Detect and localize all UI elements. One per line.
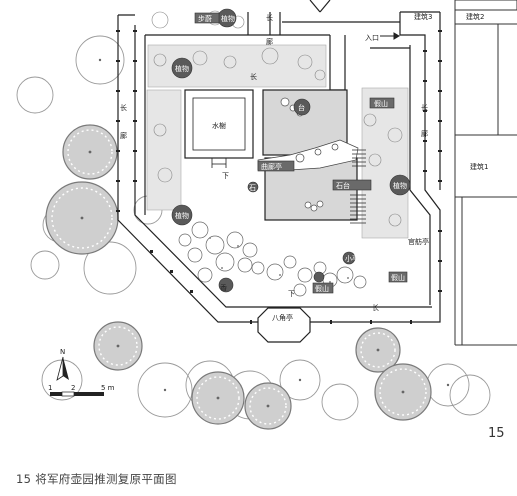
label-shi: 石 bbox=[249, 184, 256, 192]
octagon-pavilion bbox=[257, 307, 311, 343]
label-zhiwu-3: 植物 bbox=[175, 211, 189, 220]
label-xia-2: 下 bbox=[288, 290, 295, 298]
label-lang-right: 廊 bbox=[421, 129, 428, 138]
garden-wall bbox=[117, 0, 441, 323]
scale-5m: 5 m bbox=[101, 384, 115, 392]
label-jianzhu1: 建筑1 bbox=[470, 162, 488, 171]
scale-1: 1 bbox=[48, 384, 52, 392]
label-shuixie: 水榭 bbox=[212, 121, 226, 130]
label-chang-right: 长 bbox=[421, 103, 428, 112]
label-bajiaoting: 八角亭 bbox=[272, 313, 293, 322]
label-zhiwu-4: 植物 bbox=[393, 181, 407, 190]
label-pingting: 曲廊亭 bbox=[261, 162, 282, 171]
label-chang-bottom: 长 bbox=[372, 303, 379, 312]
water-pavilion bbox=[184, 89, 254, 159]
label-rukou: 入口 bbox=[365, 34, 379, 42]
label-xia-1: 下 bbox=[222, 172, 229, 180]
north-label: N bbox=[60, 348, 65, 356]
label-buwei: 步蔚 bbox=[198, 14, 212, 23]
tree-centers bbox=[80, 58, 450, 408]
shrub-cluster bbox=[178, 221, 367, 297]
label-xiaoting: 小亭 bbox=[345, 254, 359, 263]
pavilion-steps bbox=[211, 158, 227, 168]
label-jiashan-1: 假山 bbox=[374, 99, 388, 108]
figure-caption: 15 将军府壶园推测复原平面图 bbox=[16, 472, 177, 486]
label-jianzhu2: 建筑2 bbox=[466, 12, 484, 21]
stairs-right bbox=[350, 149, 366, 224]
north-arrow: N bbox=[56, 348, 69, 381]
label-lang-left: 廊 bbox=[120, 131, 127, 140]
planting-beds bbox=[146, 44, 409, 239]
label-jiashan-3: 假山 bbox=[315, 284, 329, 293]
label-chang-top: 长 bbox=[266, 13, 273, 22]
label-chang-mid: 长 bbox=[250, 72, 257, 81]
scale-bar: 1 2 5 m bbox=[48, 384, 115, 397]
entry-arrow bbox=[380, 32, 400, 40]
dark-markers bbox=[171, 8, 411, 293]
text-labels: 步蔚 植物 植物 植物 植物 台 假山 假山 假山 曲廊亭 石台 石 小亭 水榭… bbox=[120, 12, 488, 322]
label-zhiwu-2: 植物 bbox=[175, 64, 189, 73]
outer-trees-ring bbox=[51, 129, 427, 425]
shrub-dots bbox=[209, 237, 349, 283]
figure-number: 15 bbox=[488, 426, 505, 441]
scale-2: 2 bbox=[71, 384, 75, 392]
label-shuige: 石台 bbox=[336, 181, 350, 190]
label-tai: 台 bbox=[298, 103, 305, 112]
label-jiashan-2: 假山 bbox=[391, 273, 405, 282]
colonnade-posts bbox=[116, 30, 442, 324]
label-chang-left: 长 bbox=[120, 103, 127, 112]
label-jianzhu3: 建筑3 bbox=[414, 12, 432, 21]
tag-boxes bbox=[194, 12, 408, 294]
label-xiang: 香 bbox=[220, 283, 227, 292]
label-lang-top: 廊 bbox=[266, 37, 273, 46]
label-guanjian: 官舫亭 bbox=[408, 237, 429, 246]
label-zhiwu-1: 植物 bbox=[221, 14, 235, 23]
neighbour-buildings bbox=[454, 0, 517, 346]
